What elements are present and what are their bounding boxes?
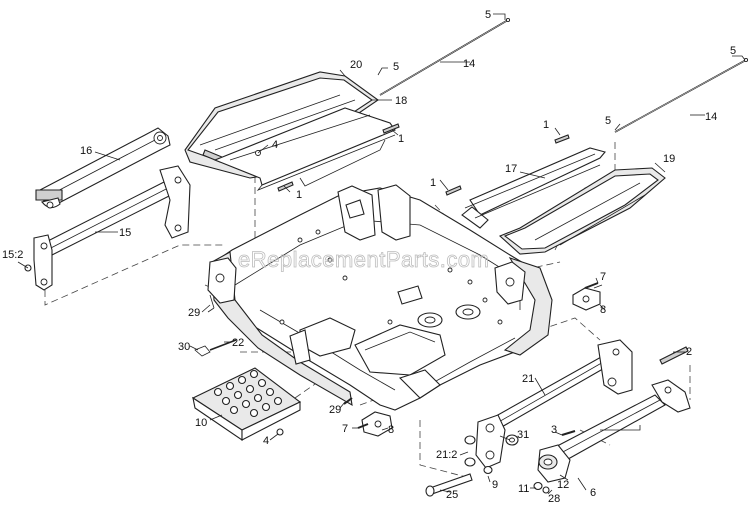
callout-3: 3 bbox=[551, 424, 557, 436]
bracket-8-right bbox=[572, 284, 603, 311]
nut-4-lower bbox=[276, 428, 284, 436]
callout-14: 14 bbox=[705, 111, 717, 123]
callout-19: 19 bbox=[663, 153, 675, 165]
callout-7: 7 bbox=[600, 271, 606, 283]
bolt-7-lower bbox=[357, 423, 369, 429]
bracket-8-lower bbox=[361, 411, 393, 437]
callouts: 5 14 20 5 18 16 4 1 1 15 15:2 5 14 5 1 1… bbox=[2, 9, 736, 505]
callout-29: 29 bbox=[329, 404, 341, 416]
callout-25: 25 bbox=[446, 489, 458, 501]
callout-5: 5 bbox=[393, 61, 399, 73]
step-plate-holes bbox=[213, 369, 283, 418]
shaft-15 bbox=[24, 165, 191, 291]
callout-1: 1 bbox=[430, 177, 436, 189]
step-plate-10 bbox=[191, 367, 302, 442]
callout-5: 5 bbox=[730, 45, 736, 57]
nut-29-lower bbox=[343, 397, 353, 405]
callout-29: 29 bbox=[188, 307, 200, 319]
callout-30: 30 bbox=[178, 341, 190, 353]
nut-9 bbox=[483, 465, 493, 475]
callout-15: 15 bbox=[119, 227, 131, 239]
callout-1: 1 bbox=[398, 133, 404, 145]
bushings-21-2 bbox=[464, 435, 476, 467]
bolt-25 bbox=[425, 473, 473, 497]
callout-6: 6 bbox=[590, 487, 596, 499]
spring-2 bbox=[659, 346, 689, 365]
callout-8: 8 bbox=[600, 304, 606, 316]
chassis-frame bbox=[207, 184, 553, 411]
callout-15-2: 15:2 bbox=[2, 249, 23, 261]
plate-17 bbox=[445, 134, 606, 229]
callout-17: 17 bbox=[505, 163, 517, 175]
callout-16: 16 bbox=[80, 145, 92, 157]
callout-4: 4 bbox=[272, 139, 278, 151]
rod-14-upper bbox=[379, 17, 511, 96]
callout-28: 28 bbox=[548, 493, 560, 505]
callout-11: 11 bbox=[518, 483, 529, 495]
watermark: eReplacementParts.com bbox=[238, 247, 489, 272]
washer-11-28 bbox=[533, 481, 550, 494]
plate-18 bbox=[213, 107, 396, 191]
bracket-16 bbox=[35, 127, 171, 209]
spring-clips-18 bbox=[255, 123, 400, 192]
shaft-21 bbox=[475, 339, 633, 469]
callout-20: 20 bbox=[350, 59, 362, 71]
callout-1: 1 bbox=[543, 119, 549, 131]
callout-1: 1 bbox=[296, 189, 302, 201]
callout-21-2: 21:2 bbox=[436, 449, 457, 461]
callout-2: 2 bbox=[686, 346, 692, 358]
callout-7: 7 bbox=[342, 423, 348, 435]
rod-14-right bbox=[614, 57, 749, 133]
callout-9: 9 bbox=[492, 479, 498, 491]
callout-21: 21 bbox=[522, 373, 534, 385]
cover-19 bbox=[498, 167, 666, 255]
callout-8: 8 bbox=[388, 424, 394, 436]
callout-5: 5 bbox=[605, 115, 611, 127]
callout-12: 12 bbox=[557, 479, 569, 491]
cover-20 bbox=[184, 71, 379, 179]
bolt-3 bbox=[561, 430, 576, 436]
arm-6 bbox=[537, 379, 691, 483]
callout-10: 10 bbox=[195, 417, 207, 429]
callout-14: 14 bbox=[463, 58, 475, 70]
callout-5: 5 bbox=[485, 9, 491, 21]
nut-31 bbox=[505, 434, 519, 446]
bolt-7-right bbox=[584, 282, 599, 289]
spring-29-upper bbox=[207, 294, 215, 313]
callout-22: 22 bbox=[232, 337, 244, 349]
callout-4: 4 bbox=[263, 435, 269, 447]
callout-31: 31 bbox=[517, 429, 529, 441]
leader-lines bbox=[17, 13, 746, 495]
callout-18: 18 bbox=[395, 95, 407, 107]
